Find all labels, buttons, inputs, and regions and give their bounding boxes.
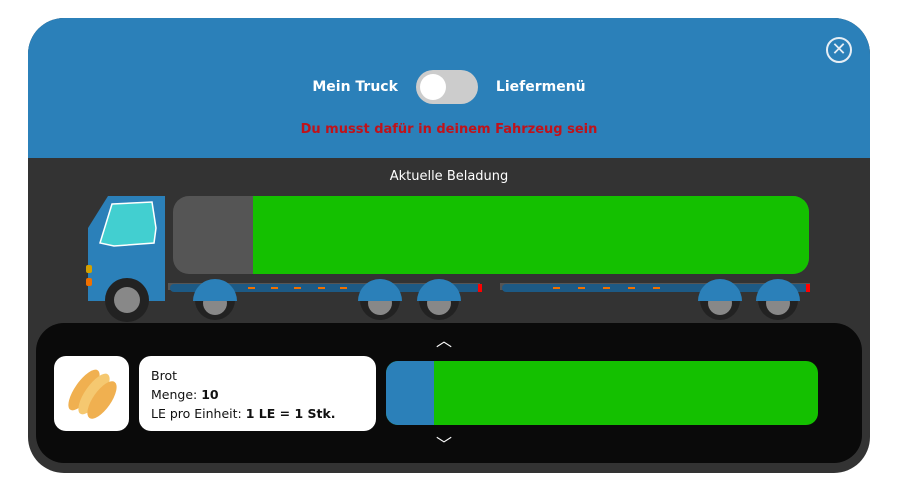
item-name: Brot <box>151 368 177 383</box>
item-info: Brot Menge: 10 LE pro Einheit: 1 LE = 1 … <box>139 356 376 431</box>
toggle-label-truck: Mein Truck <box>312 79 398 95</box>
unit-label: LE pro Einheit: <box>151 406 246 421</box>
load-bar <box>173 196 809 274</box>
item-panel: ︿ Brot Menge: 10 LE pro Einheit: 1 LE = … <box>36 323 862 463</box>
close-button[interactable]: ✕ <box>826 37 852 63</box>
warning-text: Du musst dafür in deinem Fahrzeug sein <box>300 122 598 137</box>
unit-value: 1 LE = 1 Stk. <box>245 406 336 421</box>
bread-icon <box>54 356 129 431</box>
item-share <box>386 361 434 425</box>
item-load-bar[interactable] <box>386 361 818 425</box>
qty-label: Menge: <box>151 387 202 402</box>
toggle-label-menu: Liefermenü <box>495 79 586 95</box>
load-title: Aktuelle Beladung <box>389 169 509 184</box>
mode-toggle[interactable] <box>415 70 478 104</box>
truck-modal: ✕ Mein Truck Liefermenü Du musst dafür i… <box>28 18 870 473</box>
load-fill <box>252 196 809 274</box>
truck-icon <box>86 196 810 322</box>
chevron-up-icon[interactable]: ︿ <box>436 331 453 350</box>
qty-value: 10 <box>201 387 219 402</box>
modal-header: ✕ Mein Truck Liefermenü Du musst dafür i… <box>28 18 870 158</box>
chevron-down-icon[interactable]: ﹀ <box>436 435 453 454</box>
